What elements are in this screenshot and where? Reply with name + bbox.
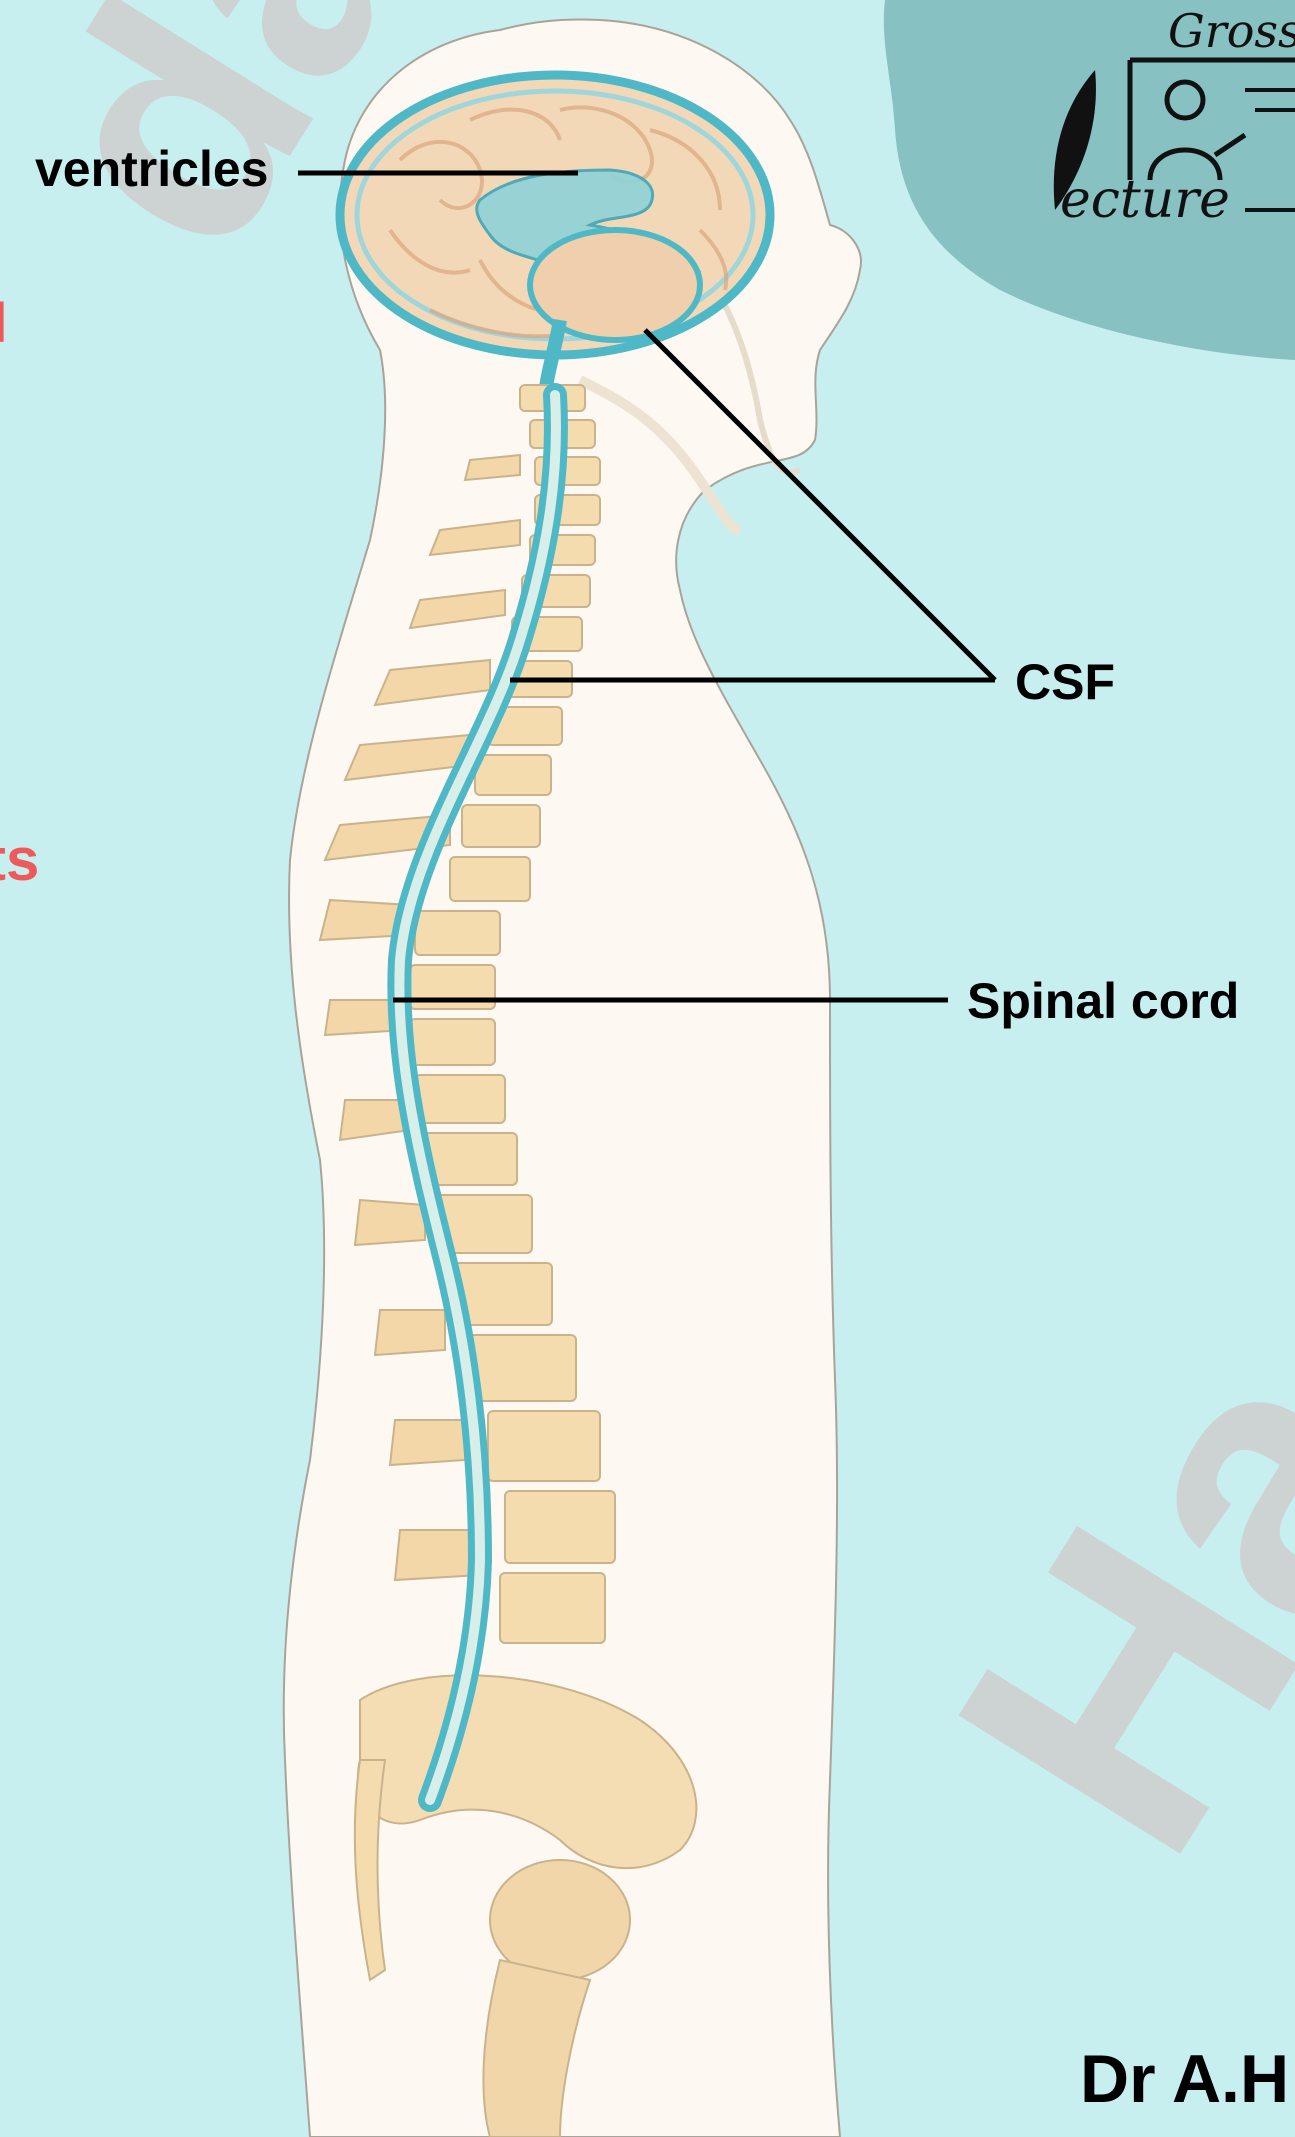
logo-bottom-text: ecture [1060,170,1230,230]
author-name: Dr A.H [1080,2040,1289,2118]
csf-label: CSF [1015,653,1115,711]
ventricles-label: ventricles [35,140,268,198]
logo-top-text: Gross [1168,4,1295,58]
partial-red-text-top: l [0,290,8,355]
logo-underline [1245,208,1295,212]
partial-red-text-mid: ts [0,825,39,894]
spinal-cord-label: Spinal cord [967,972,1239,1030]
csf-leader-line-upper [645,330,995,680]
